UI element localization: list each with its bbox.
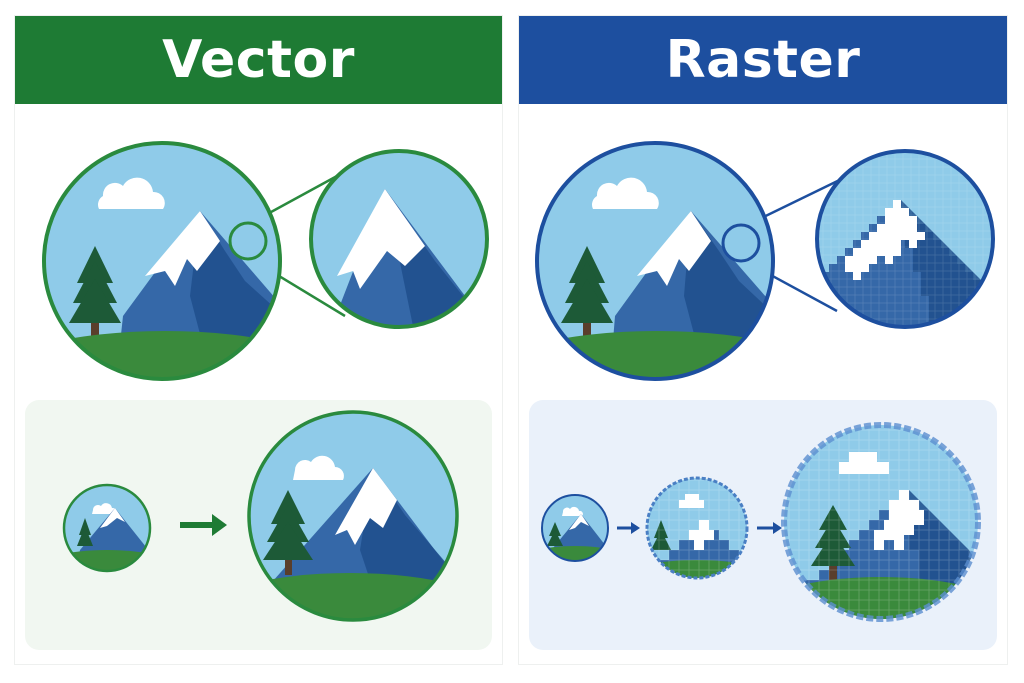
vector-panel: Vector — [14, 15, 503, 665]
magnifier-circle-icon — [228, 221, 268, 261]
vector-zoomed-detail — [309, 149, 489, 329]
arrow-right-icon — [757, 522, 782, 534]
pine-tree-icon — [561, 246, 613, 339]
cloud-icon — [592, 177, 659, 209]
raster-title: Raster — [665, 30, 861, 90]
arrow-right-icon — [180, 514, 227, 536]
raster-scaling-demo — [529, 400, 997, 650]
pine-tree-icon — [69, 246, 121, 339]
vector-header: Vector — [15, 16, 502, 104]
raster-zoomed-detail — [815, 149, 995, 329]
magnifier-circle-icon — [721, 223, 761, 263]
raster-zoom-illustration — [519, 111, 1007, 401]
vector-title: Vector — [162, 30, 355, 90]
mountain-landscape-icon — [247, 410, 459, 622]
raster-header: Raster — [519, 16, 1007, 104]
raster-panel: Raster — [518, 15, 1008, 665]
vector-scaling-demo — [25, 400, 492, 650]
vector-zoom-illustration — [15, 111, 502, 401]
arrow-right-icon — [617, 522, 640, 534]
mountain-landscape-icon — [541, 494, 609, 562]
cloud-icon — [98, 177, 165, 209]
mountain-landscape-icon — [62, 483, 152, 573]
mountain-landscape-icon — [42, 141, 282, 381]
mountain-landscape-icon — [781, 422, 981, 622]
mountain-landscape-icon — [645, 476, 749, 580]
